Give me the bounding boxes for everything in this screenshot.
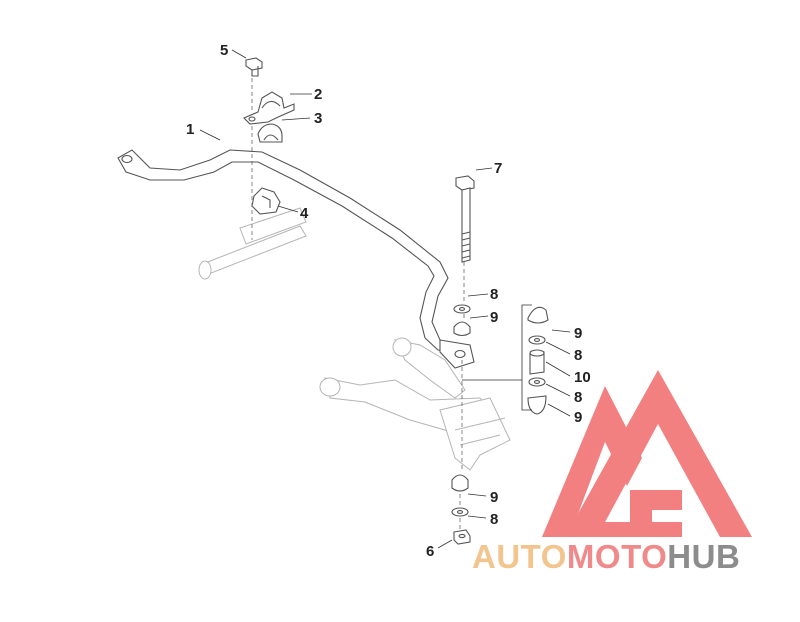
assembly-lines <box>251 78 522 530</box>
callout-9-stack-top: 9 <box>574 325 582 342</box>
callout-5: 5 <box>220 42 228 59</box>
bushing-upper <box>453 321 471 337</box>
nut-6 <box>453 529 471 545</box>
callout-10: 10 <box>574 369 591 386</box>
callout-6: 6 <box>426 543 434 560</box>
rubber-bushing <box>257 123 283 143</box>
callout-4: 4 <box>300 205 309 222</box>
callout-9-upper: 9 <box>490 309 498 326</box>
leader-lines <box>199 49 571 549</box>
triangle-mark <box>542 370 752 537</box>
bolt-5 <box>245 57 263 77</box>
side-stack <box>521 304 549 415</box>
callout-7: 7 <box>494 160 502 177</box>
brand-hub: HUB <box>667 538 741 575</box>
watermark-logo <box>542 370 752 537</box>
callout-3: 3 <box>314 110 322 127</box>
watermark-brand: AUTOMOTOHUB <box>472 540 740 574</box>
washer-lower <box>451 507 469 517</box>
callout-8-stack-bottom: 8 <box>574 389 582 406</box>
callout-8-lower: 8 <box>490 511 498 528</box>
brand-moto: MOTO <box>566 538 668 575</box>
callout-1: 1 <box>186 121 194 138</box>
sway-bar <box>117 149 475 369</box>
callout-9-lower: 9 <box>490 489 498 506</box>
callout-2: 2 <box>314 86 322 103</box>
mount-plate-4 <box>251 187 281 215</box>
callout-9-stack-bottom: 9 <box>574 409 582 426</box>
bushing-bracket <box>243 91 295 125</box>
lower-arm-assembly <box>198 207 511 471</box>
callout-8-upper: 8 <box>490 286 498 303</box>
bolt-7 <box>455 175 475 263</box>
bushing-lower <box>451 474 469 492</box>
brand-auto: AUTO <box>472 538 567 575</box>
callout-8-stack-top: 8 <box>574 347 582 364</box>
callout-labels: 1 2 3 4 5 6 7 8 9 9 8 10 8 9 9 8 <box>186 42 591 560</box>
washer-upper <box>453 304 471 314</box>
